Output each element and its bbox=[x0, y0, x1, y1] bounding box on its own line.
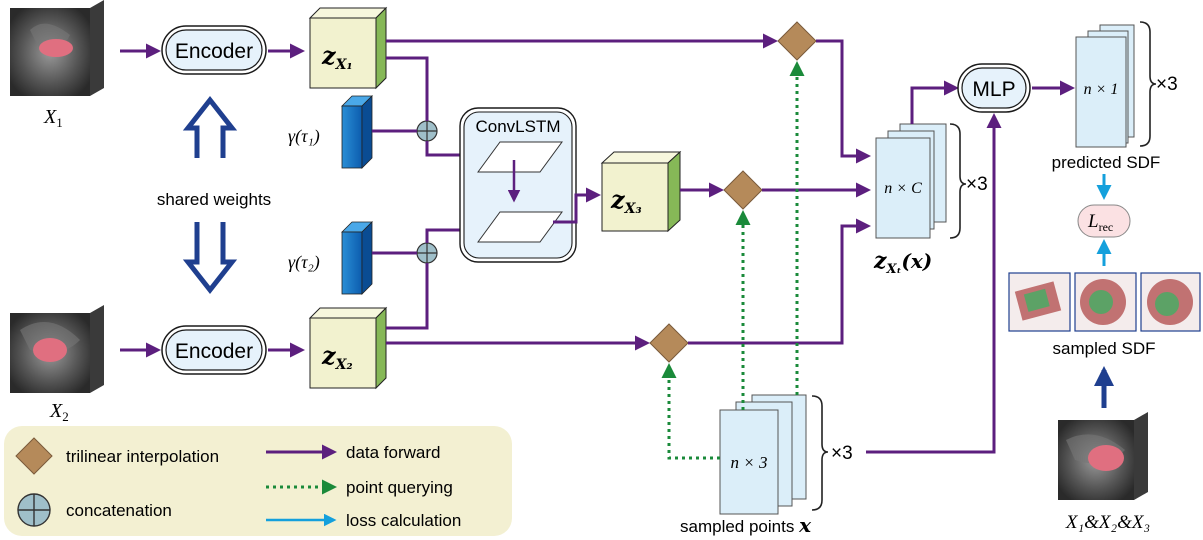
shared-weights-arrow-top bbox=[182, 95, 238, 160]
line-z1-concat bbox=[386, 56, 429, 121]
z3-label: zX₃ bbox=[610, 185, 642, 217]
z2-label: zX₂ bbox=[321, 341, 353, 373]
convlstm-label: ConvLSTM bbox=[475, 117, 560, 136]
feature-mult: ×3 bbox=[966, 174, 988, 195]
gamma-tau1-label: γ(τ₁) bbox=[288, 126, 320, 147]
latent-z1: zX₁ bbox=[308, 6, 388, 90]
x2-label: X2 bbox=[49, 400, 69, 424]
legend-loss-label: loss calculation bbox=[346, 511, 461, 530]
concat-node-1 bbox=[416, 120, 438, 142]
mlp-label: MLP bbox=[972, 78, 1015, 101]
legend-diamond-icon bbox=[15, 437, 53, 475]
feature-stack-dims: n × C bbox=[884, 180, 922, 197]
feature-stack-label: zXₜ(x) bbox=[873, 248, 932, 277]
sdf-stack-label: predicted SDF bbox=[1052, 153, 1161, 172]
legend-query-label: point querying bbox=[346, 478, 453, 497]
sampled-sdf-images bbox=[1008, 272, 1201, 332]
loss-node: Lrec bbox=[1077, 204, 1131, 238]
gamma-tau1-block bbox=[341, 95, 373, 169]
feature-brace bbox=[949, 123, 967, 239]
sampled-sdf-label: sampled SDF bbox=[1053, 339, 1156, 358]
sdf-stack-dims: n × 1 bbox=[1084, 81, 1119, 98]
legend: trilinear interpolation concatenation da… bbox=[4, 426, 512, 536]
convlstm-block: ConvLSTM bbox=[459, 107, 577, 263]
latent-z3: zX₃ bbox=[600, 150, 682, 233]
z1-label: zX₁ bbox=[321, 41, 353, 73]
x123-label: X₁&X₂&X₃ bbox=[1065, 512, 1150, 533]
arrow-interp2-feature bbox=[688, 218, 871, 345]
points-mult: ×3 bbox=[831, 443, 853, 464]
sdf-stack: n × 1 bbox=[1075, 24, 1135, 148]
encoder-bottom: Encoder bbox=[161, 325, 267, 375]
points-brace bbox=[811, 395, 829, 511]
arrow-points-mlp bbox=[866, 113, 1002, 454]
points-stack: n × 3 bbox=[719, 394, 807, 515]
points-stack-label: sampled points x bbox=[680, 513, 812, 537]
legend-concat-label: concatenation bbox=[66, 501, 172, 520]
feature-stack: n × C bbox=[875, 123, 947, 239]
input-image-x123 bbox=[1058, 412, 1148, 500]
loss-label: Lrec bbox=[1087, 211, 1113, 234]
legend-trilinear-label: trilinear interpolation bbox=[66, 447, 219, 466]
gamma-tau2-block bbox=[341, 221, 373, 295]
gamma-tau2-label: γ(τ₂) bbox=[288, 252, 320, 273]
mlp-block: MLP bbox=[957, 63, 1031, 113]
latent-z2: zX₂ bbox=[308, 306, 388, 390]
arrow-interp1-feature bbox=[816, 39, 871, 164]
x1-label: X1 bbox=[43, 106, 63, 130]
interp-diamond-1 bbox=[777, 21, 817, 61]
points-stack-dims: n × 3 bbox=[731, 453, 768, 472]
shared-weights-arrow-bottom bbox=[182, 220, 238, 295]
shared-weights-label: shared weights bbox=[157, 190, 271, 209]
input-image-x1 bbox=[10, 0, 104, 96]
concat-node-2 bbox=[416, 242, 438, 264]
interp-diamond-2 bbox=[649, 323, 689, 363]
sdf-mult: ×3 bbox=[1156, 74, 1178, 95]
arrow-feature-mlp bbox=[910, 80, 959, 124]
query-points-interp2 bbox=[661, 363, 720, 460]
legend-forward-label: data forward bbox=[346, 443, 441, 462]
encoder-top-label: Encoder bbox=[175, 40, 253, 63]
encoder-top: Encoder bbox=[161, 25, 267, 75]
encoder-bottom-label: Encoder bbox=[175, 340, 253, 363]
interp-diamond-3 bbox=[723, 170, 763, 210]
arrow-convlstm-z3 bbox=[553, 187, 601, 224]
input-image-x2 bbox=[10, 305, 104, 393]
legend-concat-icon bbox=[17, 493, 51, 527]
line-z2-concat bbox=[386, 263, 429, 330]
sdf-brace bbox=[1139, 21, 1157, 147]
